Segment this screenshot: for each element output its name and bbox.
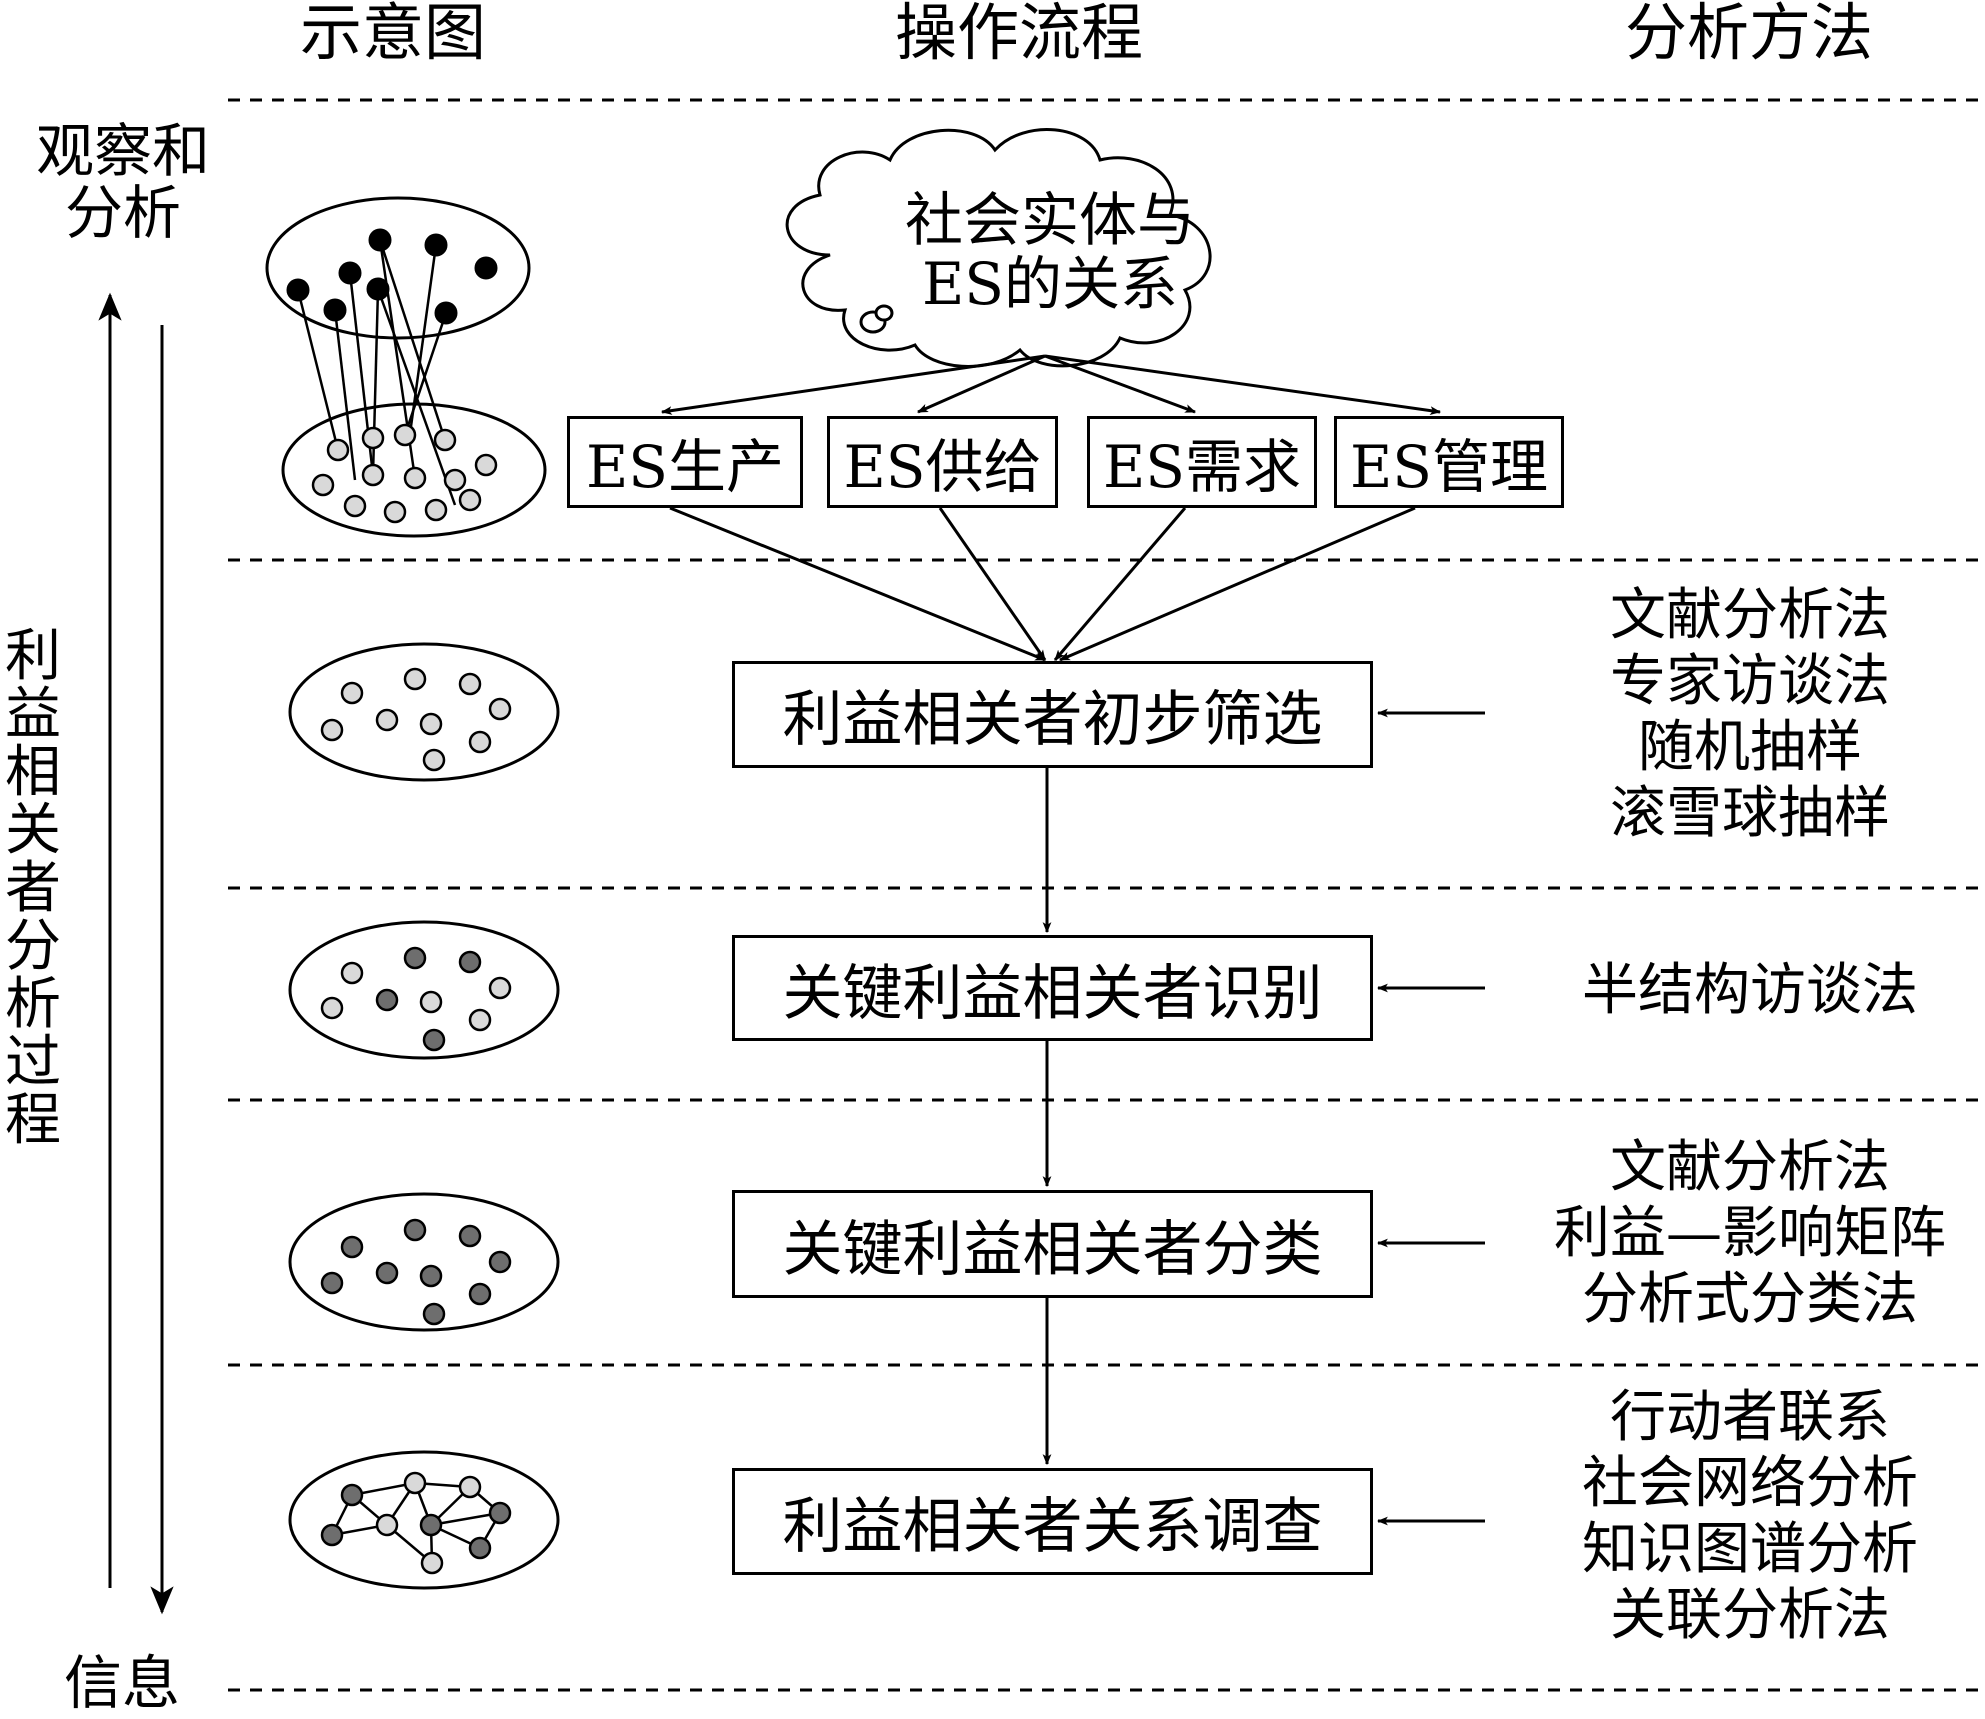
step-initial-screening: 利益相关者初步筛选	[732, 661, 1373, 768]
schematic-top	[265, 196, 547, 538]
methods-step-3: 文献分析法 利益—影响矩阵 分析式分类法	[1510, 1135, 1985, 1333]
header-diagram: 示意图	[300, 0, 487, 69]
method-item: 文献分析法	[1610, 583, 1890, 648]
method-item: 文献分析法	[1610, 1135, 1890, 1200]
es-box-management: ES管理	[1334, 416, 1564, 508]
section-dividers	[228, 98, 1985, 1692]
method-item: 社会网络分析	[1582, 1451, 1918, 1516]
step-relationship-survey: 利益相关者关系调查	[732, 1468, 1373, 1575]
light-dots-top	[311, 423, 498, 524]
method-item: 专家访谈法	[1610, 649, 1890, 714]
method-item: 知识图谱分析	[1582, 1517, 1918, 1582]
method-item: 分析式分类法	[1582, 1267, 1918, 1332]
schematic-screening	[288, 642, 560, 782]
method-item: 滚雪球抽样	[1610, 781, 1890, 846]
stakeholder-process-vertical-label: 利益相关者分析过程	[5, 624, 61, 1153]
schematic-identification	[288, 920, 560, 1060]
method-item: 关联分析法	[1610, 1583, 1890, 1648]
method-item: 随机抽样	[1638, 715, 1862, 780]
cloud-line-2: ES的关系	[921, 250, 1179, 318]
step-key-classification: 关键利益相关者分类	[732, 1190, 1373, 1298]
es-box-production: ES生产	[567, 416, 803, 508]
cloud-shape	[785, 128, 1212, 368]
header-process: 操作流程	[895, 0, 1144, 69]
es-box-supply: ES供给	[827, 416, 1058, 508]
connection-lines	[296, 239, 457, 506]
step-key-identification: 关键利益相关者识别	[732, 935, 1373, 1041]
black-dots	[286, 228, 498, 325]
header-method: 分析方法	[1625, 0, 1874, 69]
es-to-step-arrows	[669, 506, 1416, 662]
method-item: 半结构访谈法	[1582, 958, 1918, 1023]
methods-step-2: 半结构访谈法	[1510, 958, 1985, 1024]
schematic-classification	[288, 1192, 560, 1332]
schematic-network	[288, 1450, 560, 1590]
es-box-demand: ES需求	[1087, 416, 1317, 508]
methods-step-4: 行动者联系 社会网络分析 知识图谱分析 关联分析法	[1510, 1385, 1985, 1649]
method-item: 行动者联系	[1610, 1385, 1890, 1450]
method-arrows	[1376, 708, 1485, 1526]
left-arrows	[98, 292, 174, 1615]
method-item: 利益—影响矩阵	[1554, 1201, 1946, 1266]
cloud-to-es-arrows	[660, 354, 1442, 415]
methods-step-1: 文献分析法 专家访谈法 随机抽样 滚雪球抽样	[1510, 583, 1985, 847]
cloud-text: 社会实体与 ES的关系	[860, 188, 1240, 316]
observe-analyze-label: 观察和 分析	[36, 117, 211, 247]
information-label: 信息	[64, 1649, 181, 1717]
cloud-line-1: 社会实体与	[904, 186, 1195, 254]
